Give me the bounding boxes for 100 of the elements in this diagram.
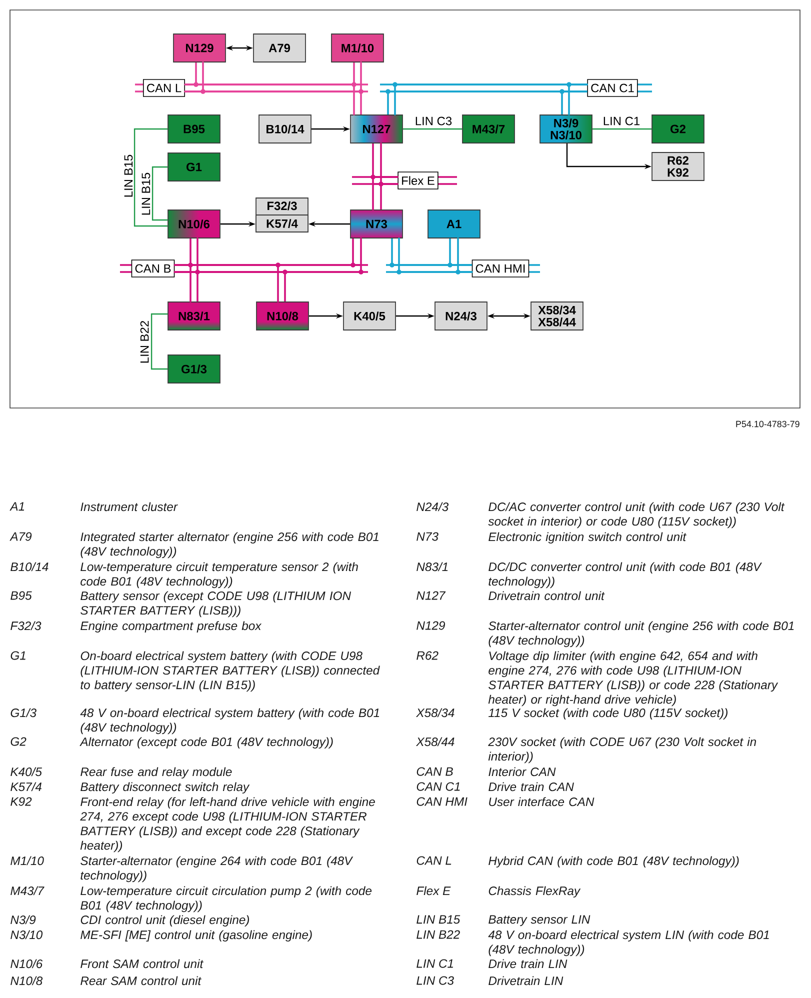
component-code: A79	[10, 532, 32, 541]
connector-line	[592, 128, 652, 130]
component-code: LIN C3	[416, 976, 454, 985]
bus-label: Flex E	[398, 172, 438, 190]
component-box: N24/3	[434, 302, 488, 330]
bus-label: CAN L	[143, 79, 185, 97]
component-description: Chassis FlexRay	[488, 886, 581, 898]
edge-label: LIN C1	[604, 116, 640, 126]
component-code: N24/3	[416, 502, 449, 512]
component-description: 48 V on-board electrical system LIN (with code B01 (48V technology))	[488, 930, 769, 956]
component-description: Engine compartment prefuse box	[80, 621, 262, 633]
bus-connection	[449, 238, 473, 273]
component-box: B95	[168, 114, 220, 144]
component-description: Drive train LIN	[488, 959, 568, 968]
component-box: A1	[428, 210, 480, 238]
component-code: R62	[416, 651, 438, 660]
component-box: G2	[652, 114, 704, 144]
component-description: Drivetrain LIN	[488, 976, 564, 986]
component-description: Battery disconnect switch relay	[80, 782, 250, 794]
component-code: A1	[10, 502, 24, 511]
component-code: K57/4	[10, 782, 42, 792]
component-description: Alternator (except code B01 (48V technology))	[80, 737, 333, 749]
component-description: Front-end relay (for left-hand drive vehicle with engine 274, 276 except code U98 (LITHIUM-ION STARTER BATTERY (LISB)) and except code 228 (Stationary heater))	[80, 797, 375, 852]
bus-connection	[561, 84, 588, 116]
component-box: N73	[350, 210, 403, 238]
component-description: Drivetrain control unit	[488, 591, 605, 600]
connector-line	[402, 128, 462, 130]
component-box: R62 K92	[652, 152, 704, 181]
component-code: CAN L	[416, 856, 452, 865]
component-code: N10/6	[10, 959, 43, 968]
component-code: F32/3	[10, 621, 42, 630]
component-description: Battery sensor LIN	[488, 915, 590, 926]
edge-label: LIN B22	[140, 321, 149, 363]
component-code: N10/8	[10, 976, 43, 986]
component-box: A79	[253, 34, 306, 62]
bus-label: CAN C1	[587, 79, 638, 97]
component-code: N3/9	[10, 915, 36, 924]
bus-connection	[372, 142, 399, 185]
bus-connection	[372, 176, 399, 210]
bus-connection	[184, 84, 362, 116]
component-description: Front SAM control unit	[80, 959, 204, 968]
component-code: X58/34	[416, 708, 454, 718]
component-description: Interior CAN	[488, 767, 556, 776]
component-code: CAN B	[416, 767, 453, 776]
component-description: User interface CAN	[489, 797, 594, 806]
component-code: N83/1	[416, 562, 448, 572]
component-code: M43/7	[10, 886, 44, 896]
connector-line	[134, 128, 168, 227]
figure-number: P54.10-4783-79	[736, 420, 800, 428]
edge-label: LIN C3	[416, 116, 452, 126]
component-box: B10/14	[258, 114, 312, 144]
bus-label: CAN HMI	[472, 260, 530, 278]
component-description: Starter-alternator (engine 264 with code B01 (48V technology))	[80, 856, 354, 882]
edge-label: LIN B15	[142, 172, 150, 215]
component-description: Low-temperature circuit temperature sensor 2 (with code B01 (48V technology))	[80, 562, 358, 588]
component-description: Battery sensor (except CODE U98 (LITHIUM ION STARTER BATTERY (LISB)))	[80, 591, 352, 618]
component-code: N73	[416, 532, 438, 541]
component-description: Low-temperature circuit circulation pump 2 (with code B01 (48V technology))	[80, 886, 372, 912]
component-code: LIN B15	[416, 915, 460, 924]
component-description: Integrated starter alternator (engine 256 with code B01 (48V technology))	[80, 532, 378, 558]
component-code: K92	[10, 797, 32, 806]
component-box: N10/6	[168, 210, 220, 238]
component-description: Electronic ignition switch control unit	[488, 532, 686, 544]
component-code: LIN C1	[416, 959, 453, 968]
component-code: N127	[416, 591, 446, 600]
component-code: K40/5	[10, 767, 42, 776]
connector-line	[150, 313, 168, 370]
bus-connection	[174, 264, 286, 302]
component-code: Flex E	[416, 886, 451, 896]
component-description: CDI control unit (diesel engine)	[80, 915, 249, 927]
component-box: N3/9 N3/10	[540, 114, 592, 144]
component-description: Rear fuse and relay module	[80, 767, 232, 779]
component-box: M43/7	[462, 114, 515, 144]
component-code: CAN C1	[416, 782, 460, 791]
edge-label: LIN B15	[124, 154, 133, 197]
component-description: Starter-alternator control unit (engine 256 with code B01 (48V technology))	[488, 621, 794, 648]
component-description: 230V socket (with CODE U67 (230 Volt socket in interior))	[488, 737, 756, 764]
component-description: DC/DC converter control unit (with code B01 (48V technology))	[488, 562, 762, 588]
component-code: B10/14	[10, 562, 48, 572]
component-description: 48 V on-board electrical system battery (with code B01 (48V technology))	[80, 708, 380, 734]
component-code: X58/44	[416, 737, 454, 746]
component-box: G1/3	[168, 354, 220, 384]
component-code: CAN HMI	[416, 797, 468, 806]
bus-connection	[174, 238, 362, 273]
component-box: K57/4	[256, 214, 308, 232]
component-code: G1	[10, 651, 26, 660]
component-code: G2	[10, 737, 26, 746]
bus-connection	[184, 62, 362, 92]
component-description: Drive train CAN	[488, 782, 574, 792]
component-code: B95	[10, 591, 32, 600]
component-description: Rear SAM control unit	[80, 976, 202, 986]
component-description: Voltage dip limiter (with engine 642, 654 and with engine 274, 276 with code U98 (LITHIUM-ION STARTER BATTERY (LISB)) or code 228 (Stationary heater) or right-hand drive vehicle)	[488, 651, 778, 706]
component-box: M1/10	[331, 34, 384, 62]
component-code: N129	[416, 621, 445, 630]
component-description: DC/AC converter control unit (with code U67 (230 Volt socket in interior) or code U80 (115V socket))	[488, 502, 785, 528]
component-box: K40/5	[343, 302, 396, 330]
component-code: N3/10	[10, 930, 43, 940]
component-description: Instrument cluster	[80, 502, 178, 512]
component-box: G1	[168, 152, 220, 182]
component-box: X58/34 X58/44	[530, 302, 584, 330]
